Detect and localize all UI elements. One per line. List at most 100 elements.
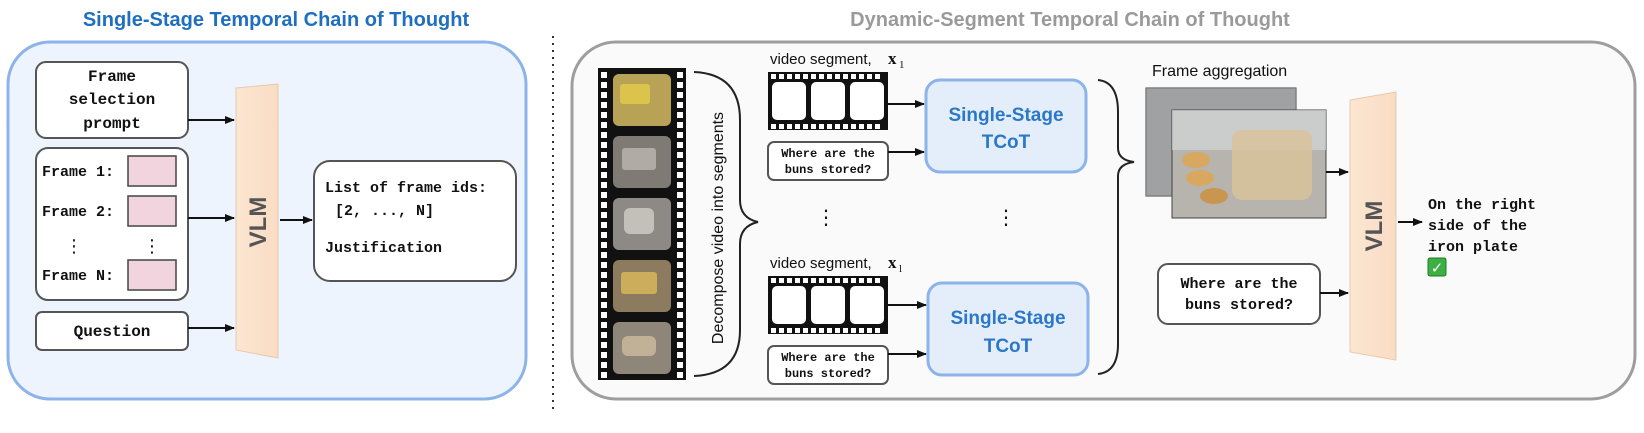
sprocket-hole — [787, 328, 792, 333]
sprocket-hole — [867, 124, 872, 129]
sprocket-hole — [601, 292, 607, 298]
sprocket-hole — [867, 328, 872, 333]
sprocket-hole — [601, 272, 607, 278]
segment-question-top-line-1: Where are the — [781, 147, 875, 161]
sprocket-hole — [827, 278, 832, 283]
final-question-line-1: Where are the — [1180, 276, 1297, 293]
sprocket-hole — [601, 302, 607, 308]
sprocket-hole — [771, 328, 776, 333]
check-icon — [1427, 257, 1447, 277]
sprocket-hole — [771, 124, 776, 129]
sprocket-hole — [859, 278, 864, 283]
sprocket-hole — [601, 232, 607, 238]
sprocket-hole — [859, 124, 864, 129]
sprocket-hole — [601, 142, 607, 148]
sprocket-hole — [771, 74, 776, 79]
sprocket-hole — [779, 74, 784, 79]
sprocket-hole — [827, 124, 832, 129]
sprocket-hole — [677, 322, 683, 328]
output-box — [313, 160, 517, 282]
segment-filmstrip-top — [768, 72, 888, 130]
frame-selection-prompt-box — [35, 61, 189, 139]
sprocket-hole — [677, 172, 683, 178]
sprocket-hole — [835, 74, 840, 79]
frame-2-label: Frame 2: — [42, 204, 114, 221]
sprocket-hole — [677, 262, 683, 268]
sprocket-hole — [677, 152, 683, 158]
sprocket-hole — [787, 124, 792, 129]
sprocket-hole — [867, 278, 872, 283]
sprocket-hole — [677, 332, 683, 338]
tcot-bottom-line-2: TCoT — [984, 336, 1033, 357]
sprocket-hole — [803, 74, 808, 79]
output-line-3: Justification — [325, 240, 442, 257]
segment-var-top: x — [888, 49, 897, 68]
sprocket-hole — [811, 74, 816, 79]
decompose-brace — [693, 71, 759, 377]
sprocket-hole — [787, 74, 792, 79]
decompose-label: Decompose video into segments — [710, 112, 727, 344]
sprocket-hole — [601, 222, 607, 228]
sprocket-hole — [601, 352, 607, 358]
sprocket-hole — [811, 124, 816, 129]
prompt-line-1: Frame — [88, 68, 136, 86]
answer-line-3: iron plate — [1428, 239, 1518, 256]
aggregation-brace — [1097, 79, 1135, 375]
sprocket-hole — [819, 328, 824, 333]
aggregated-frames — [1145, 87, 1327, 219]
sprocket-hole — [601, 312, 607, 318]
film-sprocket-holes — [601, 72, 683, 378]
tcot-bottom-line-1: Single-Stage — [950, 308, 1065, 329]
frame-n-slot — [127, 259, 177, 291]
left-title: Single-Stage Temporal Chain of Thought — [83, 9, 470, 31]
sprocket-hole — [677, 142, 683, 148]
sprocket-hole — [601, 112, 607, 118]
frame-1-slot — [127, 155, 177, 187]
sprocket-hole — [677, 202, 683, 208]
sprocket-hole — [677, 212, 683, 218]
prompt-line-3: prompt — [83, 115, 141, 133]
sprocket-hole — [677, 192, 683, 198]
question-label: Question — [74, 323, 151, 341]
right-title: Dynamic-Segment Temporal Chain of Though… — [850, 9, 1290, 31]
sprocket-hole — [811, 278, 816, 283]
segment-question-top-line-2: buns stored? — [785, 163, 871, 177]
segment-var-bottom: x — [888, 253, 897, 272]
sprocket-hole — [677, 272, 683, 278]
sprocket-hole — [867, 74, 872, 79]
segment-sub-top: 1 — [899, 59, 905, 71]
segment-label-top: video segment, — [770, 51, 872, 68]
sprocket-hole — [771, 278, 776, 283]
sprocket-hole — [779, 124, 784, 129]
sprocket-hole — [677, 132, 683, 138]
sprocket-hole — [601, 172, 607, 178]
segments-ellipsis-left: ⋮ — [816, 207, 836, 229]
sprocket-hole — [601, 212, 607, 218]
sprocket-hole — [601, 242, 607, 248]
sprocket-hole — [835, 328, 840, 333]
sprocket-hole — [875, 328, 880, 333]
sprocket-hole — [677, 302, 683, 308]
sprocket-hole — [677, 342, 683, 348]
sprocket-hole — [677, 222, 683, 228]
sprocket-hole — [835, 278, 840, 283]
sprocket-hole — [859, 328, 864, 333]
sprocket-hole — [601, 192, 607, 198]
output-line-1: List of frame ids: — [325, 180, 487, 197]
final-question-line-2: buns stored? — [1185, 297, 1293, 314]
frame-2-slot — [127, 195, 177, 227]
sprocket-hole — [601, 262, 607, 268]
sprocket-hole — [677, 282, 683, 288]
sprocket-hole — [601, 372, 607, 378]
sprocket-hole — [803, 278, 808, 283]
sprocket-hole — [677, 122, 683, 128]
sprocket-hole — [779, 278, 784, 283]
sprocket-hole — [819, 278, 824, 283]
sprocket-hole — [819, 74, 824, 79]
sprocket-hole — [851, 278, 856, 283]
tcot-top-line-1: Single-Stage — [948, 105, 1063, 126]
final-question-box — [1157, 263, 1321, 325]
sprocket-hole — [677, 72, 683, 78]
output-line-2: [2, ..., N] — [335, 203, 434, 220]
